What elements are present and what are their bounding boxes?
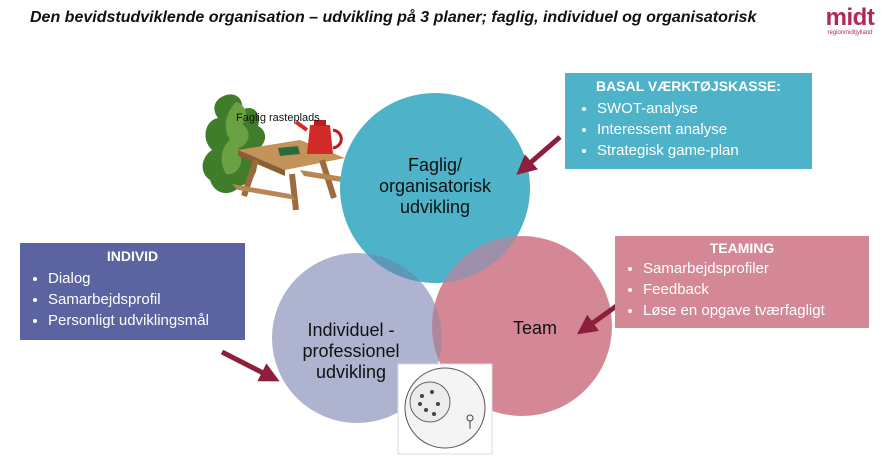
- basal-item: Strategisk game-plan: [597, 140, 812, 161]
- individ-item: Dialog: [48, 268, 245, 289]
- individ-item: Personligt udviklingsmål: [48, 310, 245, 331]
- team-circle-label: Team: [512, 318, 557, 338]
- basal-item: SWOT-analyse: [597, 98, 812, 119]
- individ-box: INDIVID Dialog Samarbejdsprofil Personli…: [20, 243, 245, 340]
- basal-item: Interessent analyse: [597, 119, 812, 140]
- picnic-table-icon: [232, 140, 354, 211]
- individuel-line-2: professionel: [302, 341, 400, 361]
- rest-area-label: Faglig rasteplads: [236, 112, 320, 124]
- region-logo: midt regionmidtjylland: [818, 6, 882, 37]
- logo-subtitle: regionmidtjylland: [827, 30, 873, 36]
- individ-item: Samarbejdsprofil: [48, 289, 245, 310]
- basal-toolbox-list: SWOT-analyse Interessent analyse Strateg…: [565, 98, 812, 161]
- basal-toolbox-title: BASAL VÆRKTØJSKASSE:: [596, 78, 781, 94]
- faglig-circle-label: Faglig/ organisatorisk udvikling: [360, 155, 510, 218]
- faglig-line-2: organisatorisk: [378, 176, 492, 196]
- teaming-item: Løse en opgave tværfagligt: [643, 300, 869, 321]
- arrow-to-faglig: [516, 135, 562, 175]
- faglig-line-3: udvikling: [399, 197, 471, 217]
- logo-wordmark: midt: [825, 4, 875, 31]
- individ-list: Dialog Samarbejdsprofil Personligt udvik…: [20, 268, 245, 331]
- individuel-line-3: udvikling: [315, 362, 387, 382]
- faglig-circle: [340, 93, 530, 283]
- teaming-title: TEAMING: [709, 240, 775, 256]
- faglig-line-1: Faglig/: [407, 155, 463, 175]
- group-sketch-icon: [397, 363, 493, 455]
- teaming-item: Feedback: [643, 279, 869, 300]
- page-title: Den bevidstudviklende organisation – udv…: [30, 9, 757, 26]
- individ-title: INDIVID: [106, 248, 159, 264]
- teaming-item: Samarbejdsprofiler: [643, 258, 869, 279]
- individuel-line-1: Individuel -: [307, 320, 395, 340]
- teaming-box: TEAMING Samarbejdsprofiler Feedback Løse…: [615, 236, 869, 328]
- basal-toolbox-box: BASAL VÆRKTØJSKASSE: SWOT-analyse Intere…: [565, 73, 812, 169]
- denmark-map-icon: [202, 94, 266, 194]
- coffee-pot-icon: [294, 120, 343, 154]
- individuel-circle-label: Individuel - professionel udvikling: [276, 320, 426, 383]
- teaming-list: Samarbejdsprofiler Feedback Løse en opga…: [615, 258, 869, 321]
- arrow-to-individuel: [220, 349, 280, 382]
